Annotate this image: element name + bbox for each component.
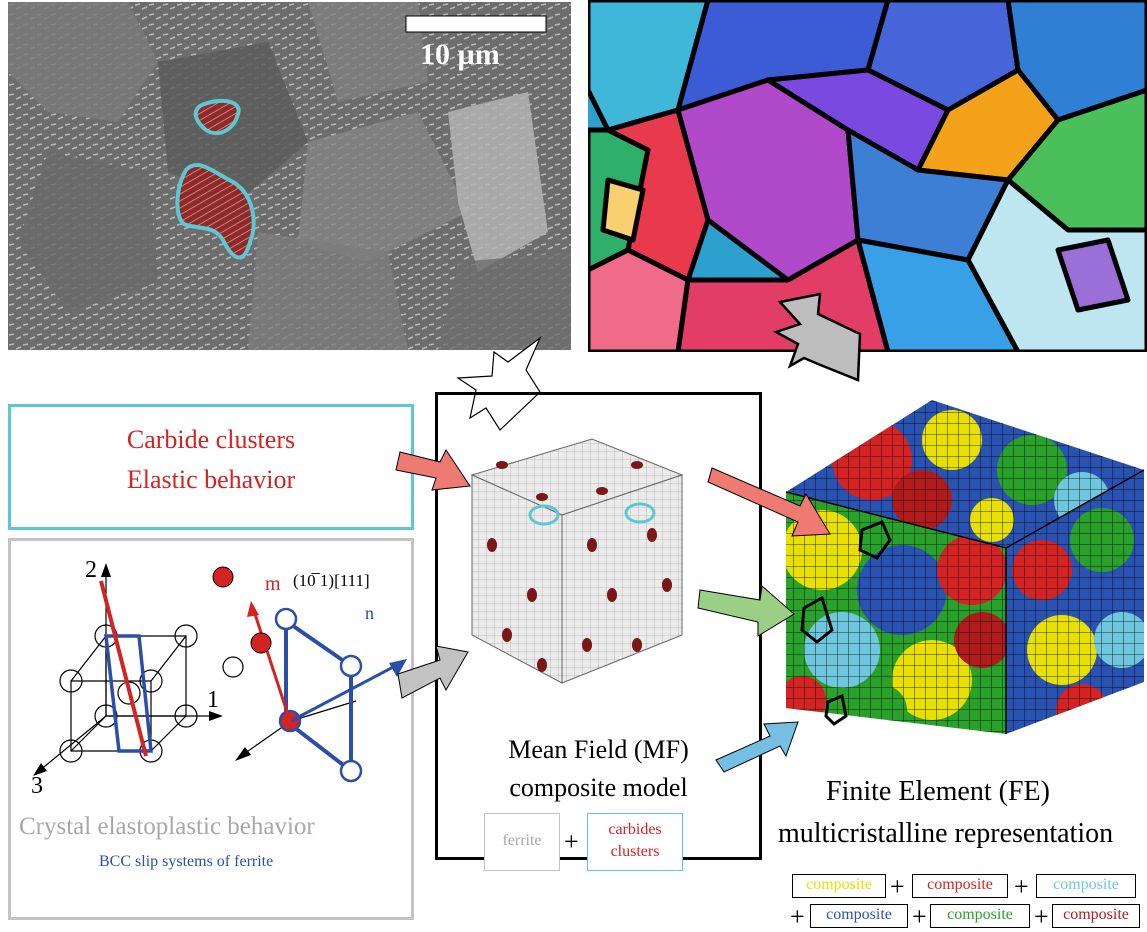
m-vector-label: m: [265, 573, 281, 595]
composite-tag-red: composite: [912, 874, 1008, 898]
sem-micrograph: 10 µm: [8, 2, 571, 350]
ferrite-label: ferrite: [502, 832, 542, 849]
sem-micrograph-image: [8, 2, 571, 350]
crystal-subtitle: BCC slip systems of ferrite: [99, 853, 274, 870]
carbide-line2: Elastic behavior: [126, 465, 296, 494]
composite-label: composite: [806, 876, 872, 893]
ferrite-tag: ferrite: [484, 813, 560, 871]
composite-tag-green: composite: [930, 904, 1030, 928]
composite-label: composite: [1063, 906, 1129, 923]
legend-plus: +: [890, 872, 905, 901]
mf-title-line1: Mean Field (MF): [508, 735, 689, 764]
composite-tag-blue: composite: [810, 904, 908, 928]
carbides-line1: carbides: [608, 821, 662, 838]
composite-label: composite: [947, 906, 1013, 923]
fe-cube: [785, 400, 1145, 734]
carbides-line2: clusters: [610, 843, 660, 860]
slip-system-label: (10̅ 1)[111]: [293, 571, 370, 590]
legend-plus: +: [790, 902, 805, 931]
legend-plus: +: [1034, 902, 1049, 931]
mf-plus: +: [564, 827, 579, 856]
mf-box: Mean Field (MF) composite model ferrite …: [435, 392, 762, 871]
axis-2-label: 2: [85, 557, 97, 583]
legend-plus: +: [1014, 872, 1029, 901]
composite-label: composite: [927, 876, 993, 893]
grey-arrow-icon: [772, 292, 862, 382]
n-vector-label: n: [365, 603, 374, 623]
composite-label: composite: [826, 906, 892, 923]
mf-title-line2: composite model: [509, 773, 688, 802]
white-arrow-icon: [456, 336, 542, 431]
ebsd-map-image: [588, 0, 1147, 352]
carbides-tag: carbides clusters: [587, 813, 683, 871]
crystal-box: 2 1 3 m (10̅ 1)[111] n Crystal elastopla…: [8, 538, 414, 920]
bcc-crystal-diagram: [33, 563, 407, 783]
crystal-title: Crystal elastoplastic behavior: [19, 813, 315, 840]
ebsd-map: [588, 0, 1147, 352]
legend-plus: +: [912, 902, 927, 931]
composite-tag-yellow: composite: [792, 874, 886, 898]
fe-title-line2: multicristalline representation: [778, 818, 1114, 849]
carbide-line1: Carbide clusters: [126, 425, 296, 454]
fe-title-line1: Finite Element (FE): [826, 776, 1050, 807]
composite-label: composite: [1053, 876, 1119, 893]
mf-cube: [470, 438, 684, 684]
axis-3-label: 3: [31, 773, 43, 799]
composite-tag-light-blue: composite: [1036, 874, 1136, 898]
scale-bar-label: 10 µm: [420, 38, 500, 71]
composite-tag-dark-red: composite: [1052, 904, 1140, 928]
axis-1-label: 1: [207, 687, 219, 713]
